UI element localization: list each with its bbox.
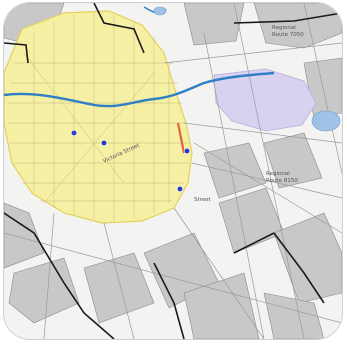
route-label-upper-2: Route 7050 (272, 32, 304, 38)
route-label-upper-1: Regional (272, 25, 296, 31)
town-area (213, 68, 317, 132)
route-label-right-1: Regional (266, 171, 290, 177)
map-viewport[interactable]: Regional Route 7050 Regional Route 8150 … (4, 3, 342, 339)
poi-markers (70, 129, 191, 193)
highlight-road (176, 122, 186, 154)
boundary-lines (4, 3, 342, 339)
lake (311, 110, 341, 132)
route-label-right-2: Route 8150 (266, 178, 298, 184)
lake (153, 6, 167, 16)
urban-area (4, 10, 193, 224)
river (4, 71, 275, 108)
street-label-small: Street (194, 197, 212, 203)
urban-street-grid (8, 13, 190, 221)
rural-roads (4, 3, 342, 339)
